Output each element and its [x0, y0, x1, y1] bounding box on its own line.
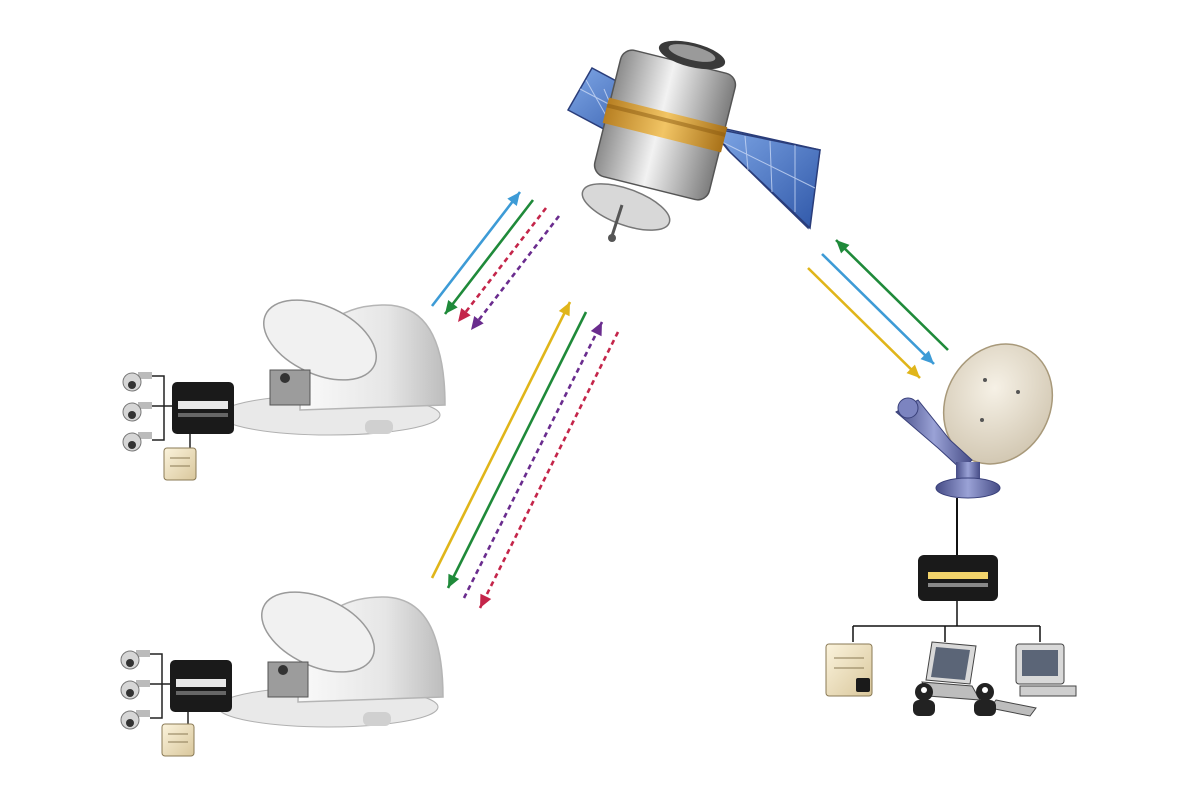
modem-icon — [918, 555, 998, 601]
dome-camera-icon — [122, 432, 152, 452]
dome-camera-icon — [120, 680, 150, 700]
signal-arrow-head — [458, 308, 471, 322]
radome-antenna-icon — [217, 591, 444, 728]
signal-arrow-line — [478, 331, 620, 609]
signal-arrow-line — [443, 199, 535, 315]
signal-arrow-head — [445, 300, 458, 314]
server-icon — [163, 447, 197, 481]
signal-arrow-head — [590, 322, 602, 337]
signal-arrow-head — [920, 350, 934, 364]
signal-arrow-head — [906, 364, 920, 378]
camera-cluster — [122, 372, 191, 452]
signal-arrow-line — [430, 191, 522, 307]
camera-cluster — [120, 650, 189, 730]
signal-links — [430, 191, 949, 609]
signal-arrow-head — [471, 316, 484, 330]
satellite-dish — [581, 183, 671, 231]
signal-arrow-head — [507, 192, 520, 206]
dome-camera-icon — [122, 372, 152, 392]
modem-icon — [172, 382, 234, 434]
signal-arrow-head — [448, 573, 460, 588]
dome-camera-icon — [120, 710, 150, 730]
terminal-1 — [122, 299, 446, 481]
user-icon — [913, 683, 935, 716]
signal-arrow-line — [430, 301, 572, 579]
server-icon — [825, 643, 873, 697]
signal-arrow-line — [456, 207, 548, 323]
user-icon — [974, 683, 996, 716]
signal-arrow-line — [807, 267, 921, 379]
signal-arrow-line — [469, 215, 561, 331]
signal-arrow-head — [836, 240, 850, 254]
desktop-computer-icon — [989, 643, 1077, 717]
dome-camera-icon — [120, 650, 150, 670]
signal-arrow-head — [558, 302, 570, 317]
hub — [825, 343, 1077, 717]
signal-arrow-head — [480, 593, 492, 608]
signal-arrow-line — [835, 239, 949, 351]
terminal-2 — [120, 591, 444, 757]
satellite-icon — [566, 40, 821, 242]
dish-antenna-icon — [895, 343, 1054, 499]
radome-antenna-icon — [219, 299, 446, 436]
modem-icon — [170, 660, 232, 712]
signal-arrow-line — [446, 311, 588, 589]
laptop-icon — [921, 641, 981, 701]
signal-arrow-line — [462, 321, 604, 599]
dome-camera-icon — [122, 402, 152, 422]
signal-arrow-line — [821, 253, 935, 365]
server-icon — [161, 723, 195, 757]
